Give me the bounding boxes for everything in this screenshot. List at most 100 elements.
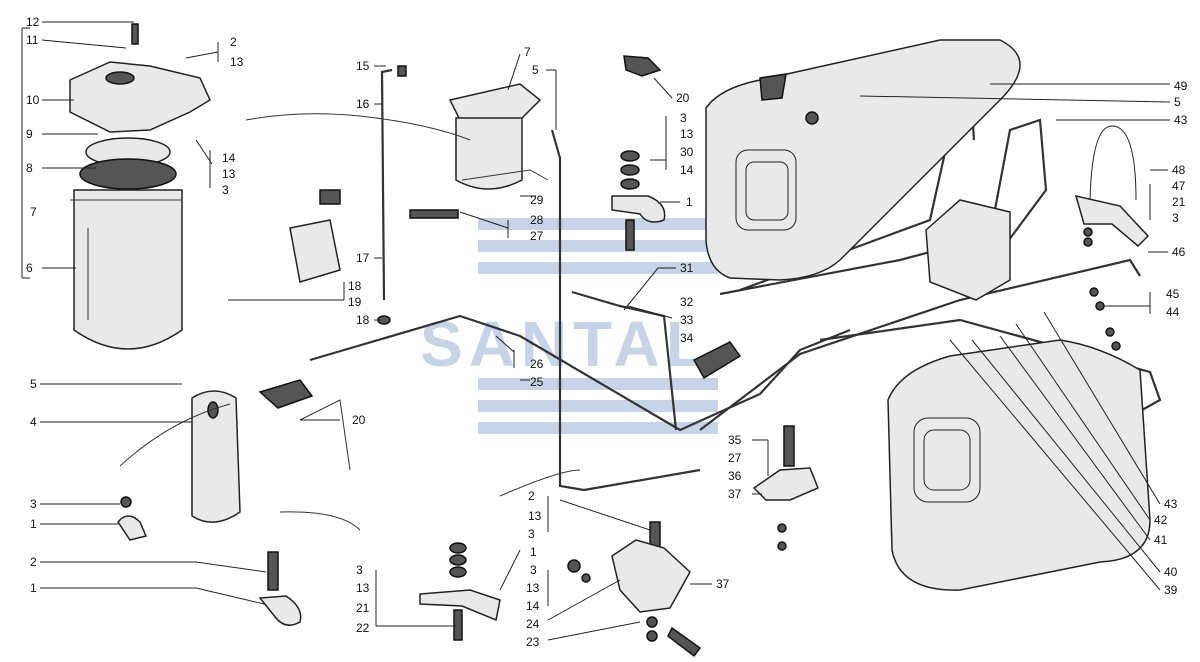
label-7: 7 (30, 205, 37, 219)
clamp-left-upper (117, 496, 148, 541)
label-12: 12 (26, 15, 40, 29)
group-bracket-left (21, 27, 30, 279)
label-3b: 3 (680, 111, 687, 125)
label-20b: 20 (352, 413, 366, 427)
label-1d: 1 (530, 545, 537, 559)
label-14: 14 (222, 151, 236, 165)
label-1b: 1 (30, 517, 37, 531)
union-fitting (692, 341, 742, 380)
label-22: 22 (356, 621, 370, 635)
elbow-fitting-20 (623, 55, 662, 77)
tank-bracket (925, 199, 1011, 301)
label-36: 36 (728, 469, 742, 483)
label-30: 30 (680, 145, 694, 159)
label-27: 27 (530, 229, 544, 243)
clamp-37-upper (752, 425, 819, 551)
clamp-stack-center (611, 150, 666, 251)
label-3c: 3 (30, 497, 37, 511)
label-15: 15 (356, 59, 370, 73)
clamp-37-lower (611, 521, 702, 658)
label-33: 33 (680, 313, 694, 327)
label-21: 21 (356, 601, 370, 615)
label-47: 47 (1172, 179, 1186, 193)
label-27b: 27 (728, 451, 742, 465)
label-45: 45 (1166, 287, 1180, 301)
drain-rod (377, 65, 407, 325)
label-17: 17 (356, 251, 370, 265)
label-35: 35 (728, 433, 742, 447)
label-20: 20 (676, 91, 690, 105)
cover-plate (191, 390, 241, 523)
fuel-tank-lower (887, 339, 1151, 591)
label-24: 24 (526, 617, 540, 631)
clamp-stack-lower-mid (419, 542, 501, 641)
fuel-tank-upper (705, 39, 1021, 281)
leader-lines (40, 21, 1171, 641)
outline-arc-1 (245, 113, 471, 141)
label-37: 37 (728, 487, 742, 501)
label-2: 2 (230, 35, 237, 49)
label-8: 8 (26, 161, 33, 175)
label-2c: 2 (528, 489, 535, 503)
label-28: 28 (530, 213, 544, 227)
label-13b: 13 (222, 167, 236, 181)
label-48: 48 (1172, 163, 1186, 177)
outline-arc-2 (119, 403, 231, 467)
label-1: 1 (686, 195, 693, 209)
label-25: 25 (530, 375, 544, 389)
washers-lower (567, 559, 591, 583)
fuel-tap (258, 379, 351, 471)
label-43b: 43 (1164, 497, 1178, 511)
label-3e: 3 (356, 563, 363, 577)
label-37b: 37 (716, 577, 730, 591)
label-6: 6 (26, 261, 33, 275)
label-13e: 13 (356, 581, 370, 595)
u-bolt-48 (1089, 125, 1137, 201)
label-13d: 13 (528, 509, 542, 523)
fuel-lines (309, 80, 1162, 432)
label-46: 46 (1172, 245, 1186, 259)
label-41: 41 (1154, 533, 1168, 547)
label-21b: 21 (1172, 195, 1186, 209)
outline-arc-4 (499, 469, 581, 497)
label-14b: 14 (680, 163, 694, 177)
label-29: 29 (530, 193, 544, 207)
label-9: 9 (26, 127, 33, 141)
label-14c: 14 (526, 599, 540, 613)
part-labels: 12 11 2 13 10 9 8 7 6 14 13 3 15 16 17 1… (26, 15, 1188, 649)
label-34: 34 (680, 331, 694, 345)
label-32: 32 (680, 295, 694, 309)
label-13: 13 (230, 55, 244, 69)
label-5: 5 (532, 63, 539, 77)
label-4: 4 (30, 415, 37, 429)
pad-46 (1074, 194, 1150, 248)
nuts-right (1083, 227, 1121, 351)
label-26: 26 (530, 357, 544, 371)
label-10: 10 (26, 93, 40, 107)
label-19: 19 (348, 295, 362, 309)
label-7b: 7 (524, 45, 531, 59)
label-43: 43 (1174, 113, 1188, 127)
fuel-pump (409, 83, 549, 219)
label-44: 44 (1166, 305, 1180, 319)
label-5c: 5 (1174, 95, 1181, 109)
label-2b: 2 (30, 555, 37, 569)
outline-arc-3 (279, 511, 361, 531)
label-23: 23 (526, 635, 540, 649)
label-39: 39 (1164, 583, 1178, 597)
label-3: 3 (222, 183, 229, 197)
label-18b: 18 (356, 313, 370, 327)
label-40: 40 (1164, 565, 1178, 579)
clamp-left-lower (258, 551, 302, 626)
label-5b: 5 (30, 377, 37, 391)
fuel-sender (289, 189, 341, 283)
fuel-filter (69, 23, 211, 350)
label-1c: 1 (30, 581, 37, 595)
watermark-text: SANTAL (420, 308, 711, 380)
label-3d: 3 (528, 527, 535, 541)
label-13f: 13 (526, 581, 540, 595)
label-49: 49 (1174, 79, 1188, 93)
watermark: SANTAL (420, 218, 718, 434)
label-42: 42 (1154, 513, 1168, 527)
